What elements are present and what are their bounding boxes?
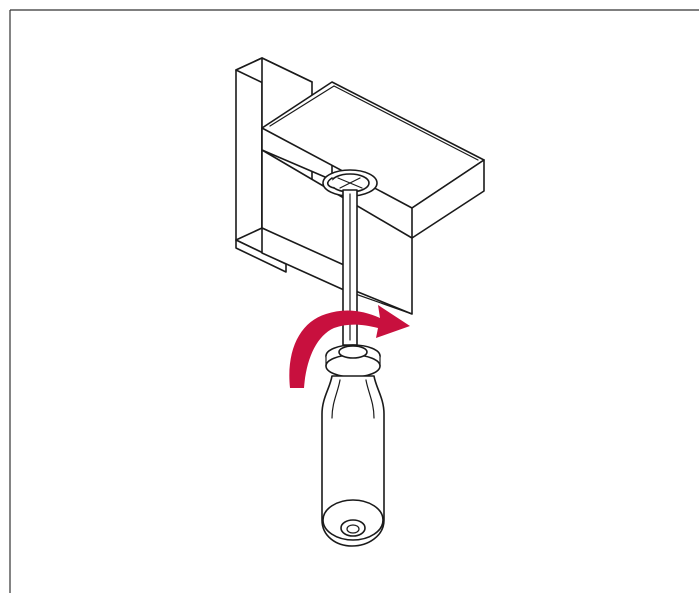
frame-border bbox=[9, 9, 699, 593]
rotation-arrow-icon bbox=[289, 305, 410, 388]
screwdriver-handle bbox=[321, 344, 385, 547]
screw-head bbox=[322, 169, 378, 197]
mounting-bracket bbox=[235, 57, 485, 315]
